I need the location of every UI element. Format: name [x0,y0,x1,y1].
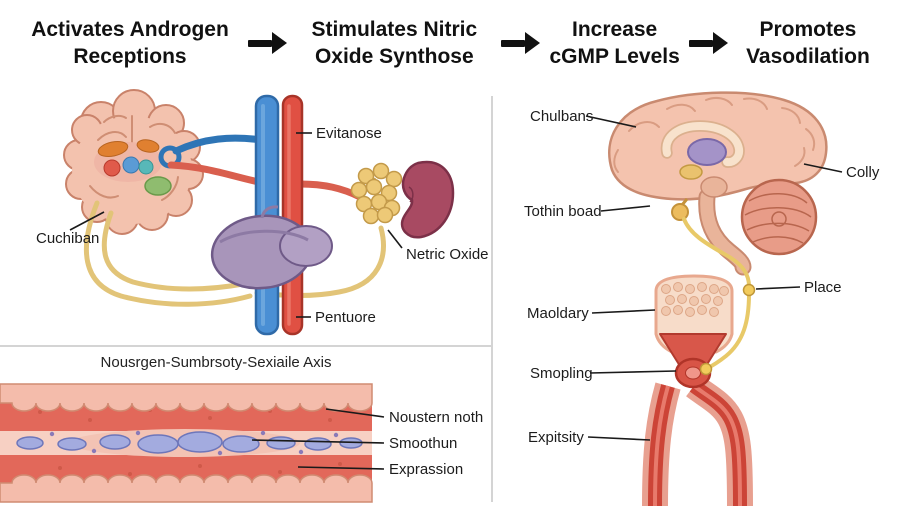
artery-branch-tube-left [167,161,263,186]
pathway-header: Activates Androgen Receptions Stimulates… [0,0,900,88]
pathway-step-4: Promotes Vasodilation [746,18,870,68]
pathway-step-1: Activates Androgen Receptions [31,18,229,68]
urethra-tube-right [686,375,753,506]
panel-dividers [0,96,493,502]
label-smopling: Smopling [530,365,593,382]
label-chulbans: Chulbans [530,108,594,125]
label-expitsity: Expitsity [528,429,584,446]
gland-cluster [350,162,403,225]
pituitary-gland [671,198,689,221]
urogenital-organ [642,274,753,506]
brain-coronal-illustration [63,89,204,235]
hypothalamus [679,164,703,180]
pathway-node-lower [699,362,713,376]
thalamus [687,138,727,166]
label-evitanose: Evitanose [316,125,382,142]
hormonal-pathway-illustration [63,89,455,336]
midbrain [700,176,728,198]
brain-sagittal-illustration [608,91,828,276]
prostate-organ [210,205,333,290]
pathway-step-3: Increase cGMP Levels [549,18,680,68]
brainstem [698,188,752,276]
tissue-axis-title: Nousrgen-Sumbrsoty-Sexiaile Axis [100,354,332,371]
label-maoldary: Maoldary [527,305,589,322]
label-place: Place [804,279,842,296]
label-smoothun: Smoothun [389,435,458,452]
kidney-organ [400,160,455,239]
epithelium-bottom [0,474,373,503]
label-netric-oxide: Netric Oxide [406,246,489,263]
label-colly: Colly [846,164,880,181]
pathway-step-2: Stimulates Nitric Oxide Synthose [311,18,478,68]
arrow-right-icon [501,32,541,54]
label-tothin-boad: Tothin boad [524,203,602,220]
epithelium-top [0,383,373,412]
arrow-right-icon [248,32,288,54]
arrow-right-icon [688,32,728,54]
leader-lines [69,115,843,470]
label-cuchiban: Cuchiban [36,230,100,247]
pathway-node-upper [742,283,756,297]
signal-pathway [682,217,756,376]
vessel-wall-cross-section [0,383,373,503]
cerebellum [740,178,818,256]
label-exprassion: Exprassion [389,461,464,478]
urethra-tube-left [642,382,681,506]
artery-red [281,94,304,336]
vein-branch-tube [172,134,266,155]
label-noustern-noth: Noustern noth [389,409,484,426]
label-pentuore: Pentuore [315,309,376,326]
